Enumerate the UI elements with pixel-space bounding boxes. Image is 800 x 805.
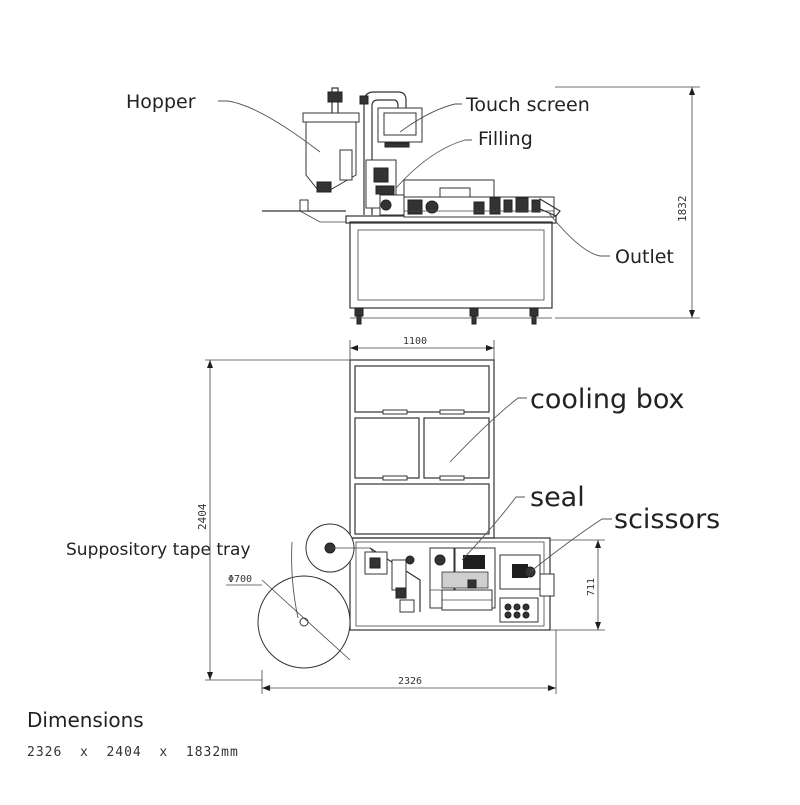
left-support <box>299 210 346 223</box>
cooling-panel-4 <box>354 483 490 535</box>
dimensions-value: 2326 x 2404 x 1832mm <box>27 745 239 760</box>
scissors-label: scissors <box>614 504 720 535</box>
mechanism-row <box>403 196 555 218</box>
seal-leader <box>461 496 525 561</box>
right-depth-value: 711 <box>586 578 597 596</box>
top-view: 1100 2404 <box>66 336 720 694</box>
cooling-panel-1 <box>354 365 490 413</box>
hopper-lid <box>302 112 360 123</box>
filling-leader <box>395 139 472 189</box>
dimensions-title: Dimensions <box>27 708 144 732</box>
depth-value: 2404 <box>196 503 209 530</box>
tape-tray-label: Suppository tape tray <box>66 540 251 560</box>
scissors-unit <box>499 554 555 623</box>
touch-screen-leader <box>399 103 462 133</box>
cooling-box-label: cooling box <box>530 384 685 415</box>
seal-label: seal <box>530 482 585 513</box>
overall-width-dimension <box>261 630 557 694</box>
top-width-dimension <box>349 340 495 360</box>
cooling-box-leader <box>449 397 527 463</box>
base-cabinet <box>349 221 553 309</box>
outlet-chute <box>537 198 561 217</box>
height-dimension <box>555 86 700 319</box>
top-width-value: 1100 <box>403 336 427 347</box>
overall-width-value: 2326 <box>398 676 422 687</box>
cooling-box-frame <box>349 359 495 539</box>
outlet-label: Outlet <box>615 246 674 268</box>
hopper-leader <box>218 100 321 153</box>
base-panel <box>357 229 545 301</box>
cooling-panel-3 <box>423 417 490 479</box>
process-mechanisms <box>364 547 455 613</box>
hopper-label: Hopper <box>126 91 196 113</box>
touch-screen-label: Touch screen <box>465 94 590 116</box>
right-depth-dimension <box>550 539 605 631</box>
outlet-leader <box>547 211 610 257</box>
height-dim-value: 1832 <box>676 196 689 223</box>
seal-unit <box>441 547 496 611</box>
cooling-panel-2 <box>354 417 420 479</box>
tray-diameter-value: Φ700 <box>228 574 252 585</box>
machine-feet <box>350 307 552 325</box>
depth-dimension <box>205 359 350 681</box>
filling-label: Filling <box>478 128 533 150</box>
panel-hinges <box>382 409 465 481</box>
tape-tray-leader <box>291 541 299 619</box>
scissors-leader <box>529 518 612 573</box>
front-view: 1832 Hopper Touch screen Filling Outlet <box>126 86 700 325</box>
